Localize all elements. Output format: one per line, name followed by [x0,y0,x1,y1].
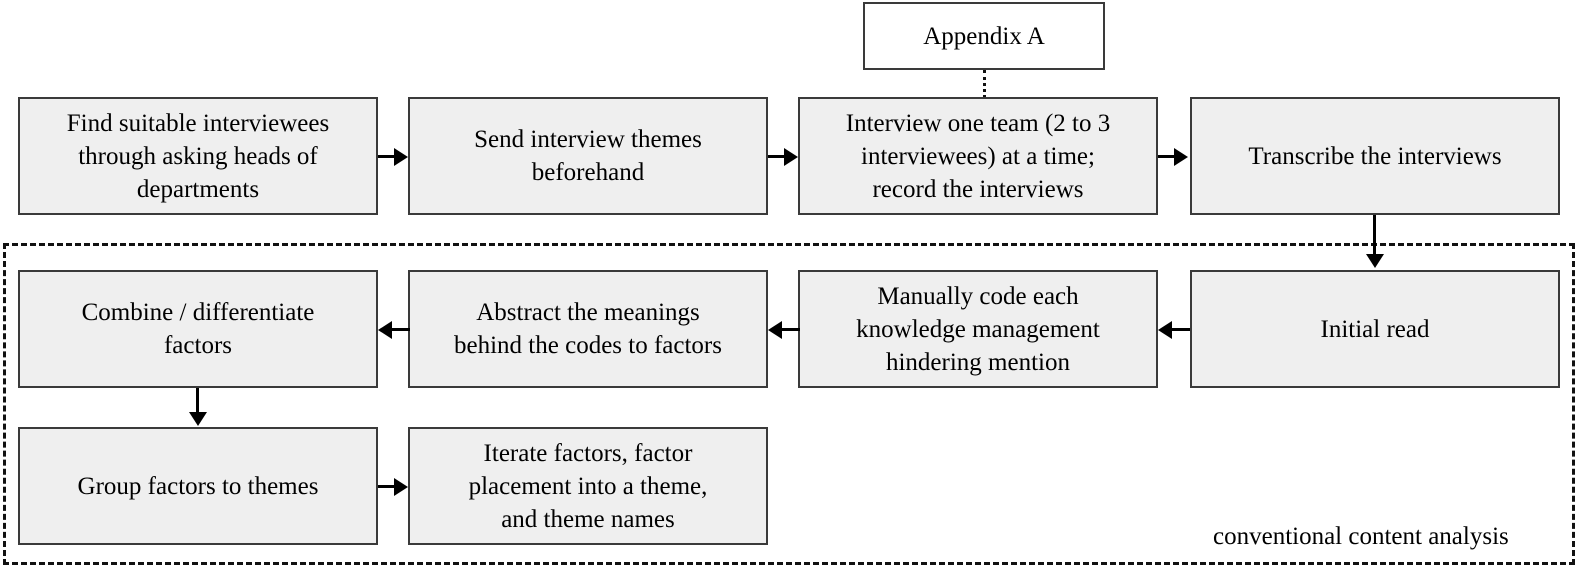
arrowhead-abstract-to-combine [378,320,392,339]
arrowhead-combine-to-group-factors [188,412,207,426]
arrowhead-group-to-iterate [394,477,408,496]
node-appendix-a[interactable]: Appendix A [863,2,1105,70]
arrowhead-manually-code-to-abstract [768,320,782,339]
node-interview-team[interactable]: Interview one team (2 to 3 interviewees)… [798,97,1158,215]
node-transcribe-interviews[interactable]: Transcribe the interviews [1190,97,1560,215]
node-find-interviewees[interactable]: Find suitable interviewees through askin… [18,97,378,215]
arrowhead-send-to-interview [784,147,798,166]
dotted-connector-appendix-to-interview [983,70,986,98]
connector-manually-code-to-abstract [782,328,800,331]
connector-initial-read-to-manually-code [1172,328,1190,331]
connector-transcribe-to-initial-read [1373,215,1376,257]
connector-send-to-interview [768,155,786,158]
connector-combine-to-group-factors [196,388,199,416]
arrowhead-transcribe-to-initial-read [1365,254,1384,268]
group-label-conventional-content-analysis: conventional content analysis [1209,524,1513,549]
arrowhead-find-to-send [394,147,408,166]
node-abstract-meanings[interactable]: Abstract the meanings behind the codes t… [408,270,768,388]
node-group-factors-to-themes[interactable]: Group factors to themes [18,427,378,545]
connector-find-to-send [378,155,396,158]
connector-group-to-iterate [378,485,396,488]
connector-interview-to-transcribe [1158,155,1176,158]
arrowhead-interview-to-transcribe [1174,147,1188,166]
node-send-themes[interactable]: Send interview themes beforehand [408,97,768,215]
node-combine-differentiate-factors[interactable]: Combine / differentiate factors [18,270,378,388]
node-manually-code[interactable]: Manually code each knowledge management … [798,270,1158,388]
arrowhead-initial-read-to-manually-code [1158,320,1172,339]
node-iterate-factors[interactable]: Iterate factors, factor placement into a… [408,427,768,545]
node-initial-read[interactable]: Initial read [1190,270,1560,388]
connector-abstract-to-combine [392,328,410,331]
